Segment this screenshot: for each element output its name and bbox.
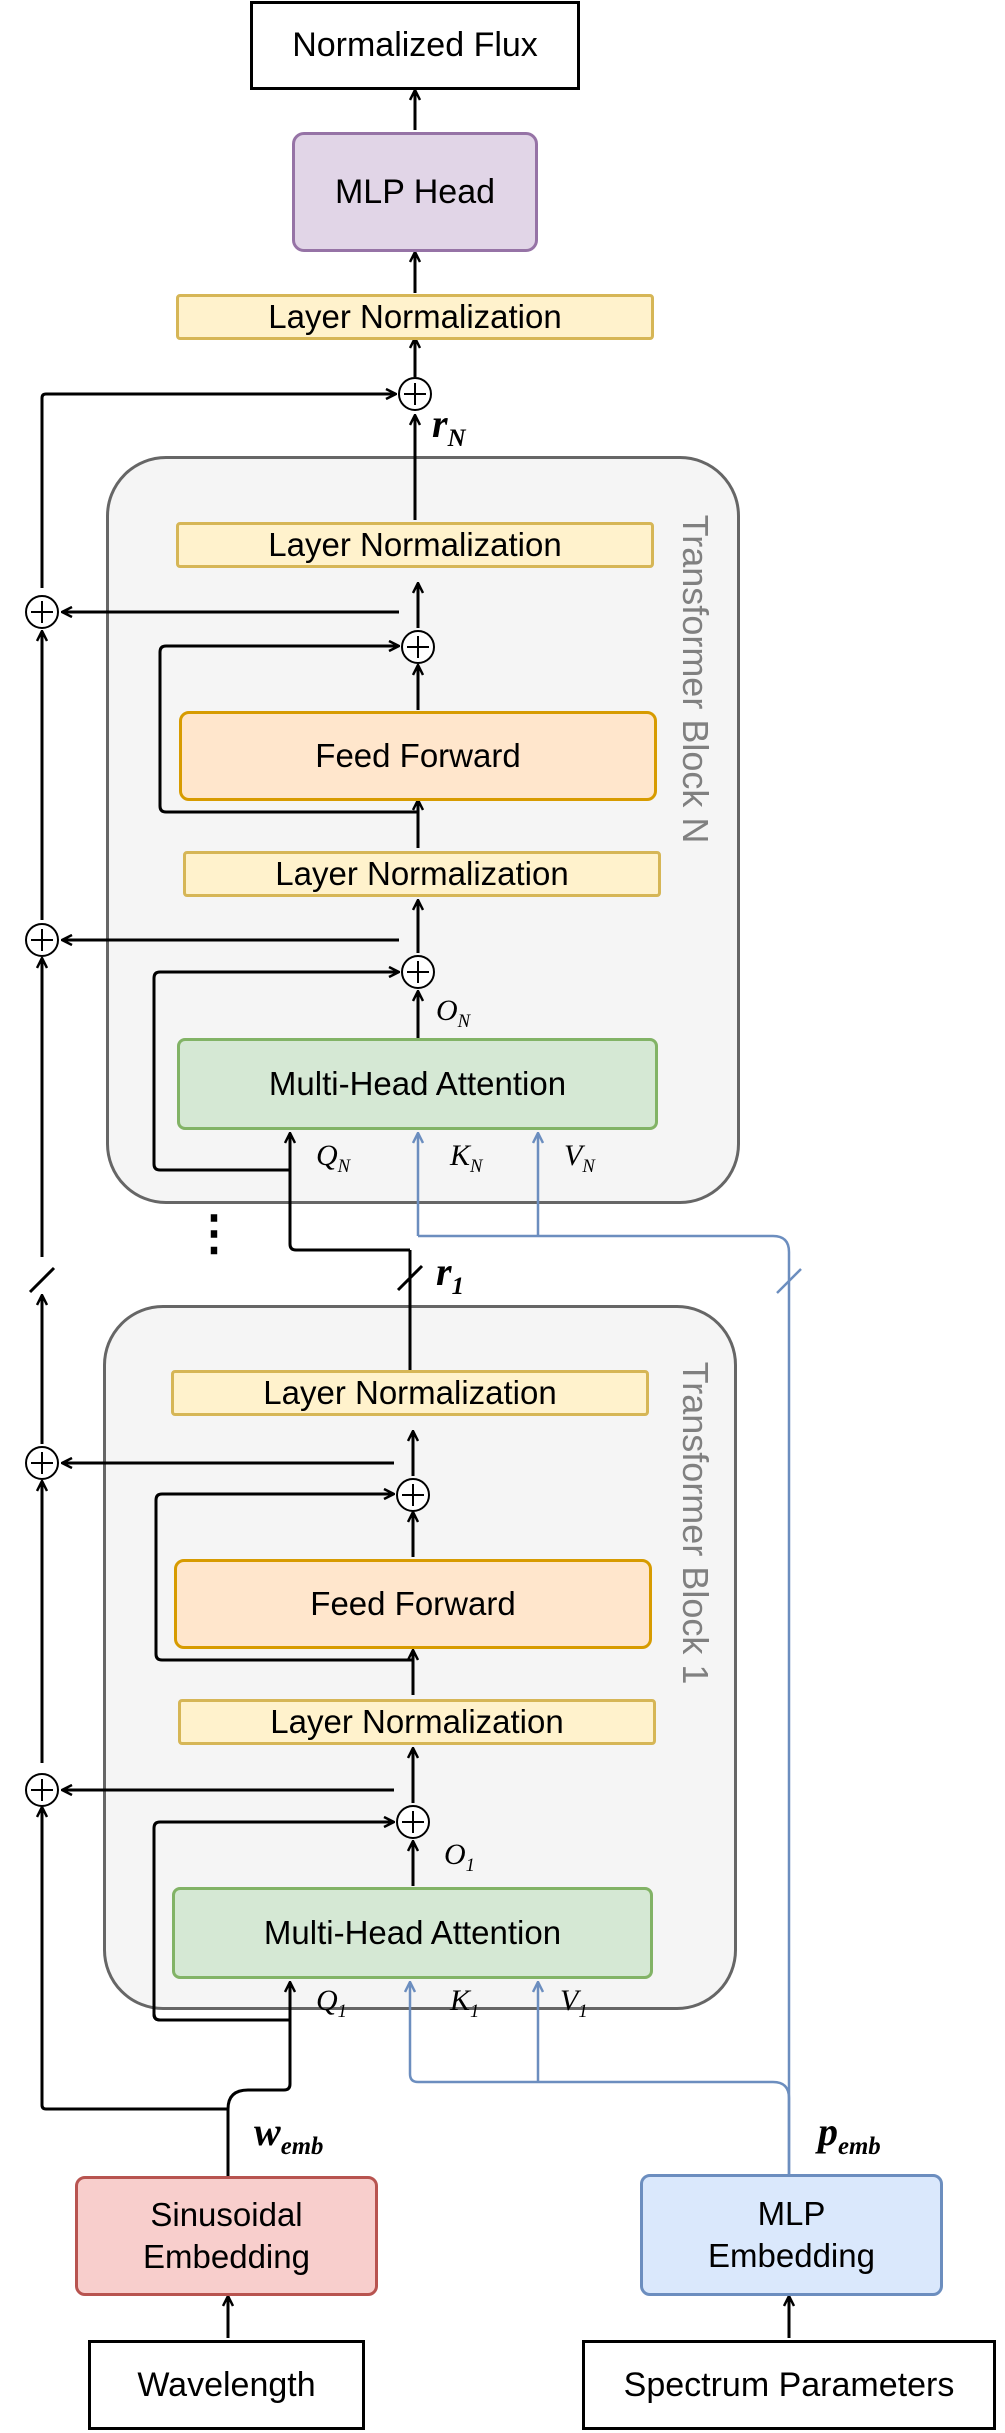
sum-ff-n-icon [401, 630, 435, 664]
o1-label: O1 [444, 1838, 475, 1876]
normalized-flux-output: Normalized Flux [250, 1, 580, 90]
residual-r1-label: r1 [436, 1249, 464, 1300]
sum-final-residual-icon [398, 377, 432, 411]
block-n-feed-forward: Feed Forward [179, 711, 657, 801]
skip-rail-top [40, 394, 396, 588]
mlp-embedding-line2: Embedding [708, 2237, 875, 2274]
r1-to-qn [290, 1133, 410, 1252]
vn-label: VN [564, 1139, 595, 1177]
spectrum-parameters-input: Spectrum Parameters [582, 2340, 996, 2430]
v1-label: V1 [560, 1984, 588, 2022]
block-1-layer-normalization-out: Layer Normalization [171, 1370, 649, 1416]
k1-label: K1 [450, 1984, 480, 2022]
pemb-to-block1 [538, 2080, 791, 2174]
sum-skip-ff-1-icon [25, 1446, 59, 1480]
mlp-embedding-line1: MLP [757, 2195, 826, 2232]
block-n-layer-normalization-mid: Layer Normalization [183, 851, 661, 897]
final-layer-normalization: Layer Normalization [176, 294, 654, 340]
residual-rn-label: rN [432, 401, 466, 452]
wavelength-input: Wavelength [88, 2340, 365, 2430]
block-1-layer-normalization-mid: Layer Normalization [178, 1699, 656, 1745]
wemb-to-q1 [226, 1982, 290, 2176]
sinusoidal-embedding-line2: Embedding [143, 2238, 310, 2275]
mlp-embedding: MLP Embedding [640, 2174, 943, 2296]
sinusoidal-embedding: Sinusoidal Embedding [75, 2176, 378, 2296]
block-ellipsis: ⋮ [190, 1207, 238, 1260]
mlp-head: MLP Head [292, 132, 538, 252]
q1-label: Q1 [316, 1984, 347, 2022]
qn-label: QN [316, 1139, 351, 1177]
kn-label: KN [450, 1139, 483, 1177]
sum-skip-att-n-icon [25, 923, 59, 957]
sum-ff-1-icon [396, 1478, 430, 1512]
skip-break-mark [28, 1266, 56, 1294]
k1-path [410, 1982, 538, 2084]
sum-att-1-icon [396, 1805, 430, 1839]
on-label: ON [436, 994, 471, 1032]
p-emb-label: pemb [818, 2109, 881, 2160]
block-1-multi-head-attention: Multi-Head Attention [172, 1887, 653, 1979]
sum-skip-ff-n-icon [25, 595, 59, 629]
skip-rail-bottom [42, 1807, 228, 2111]
block-n-layer-normalization-out: Layer Normalization [176, 522, 654, 568]
w-emb-label: wemb [254, 2109, 324, 2160]
sum-skip-att-1-icon [25, 1773, 59, 1807]
block-1-feed-forward: Feed Forward [174, 1559, 652, 1649]
pemb-to-blockN [418, 1234, 791, 1282]
sum-att-n-icon [401, 955, 435, 989]
sinusoidal-embedding-line1: Sinusoidal [150, 2196, 303, 2233]
block-n-multi-head-attention: Multi-Head Attention [177, 1038, 658, 1130]
